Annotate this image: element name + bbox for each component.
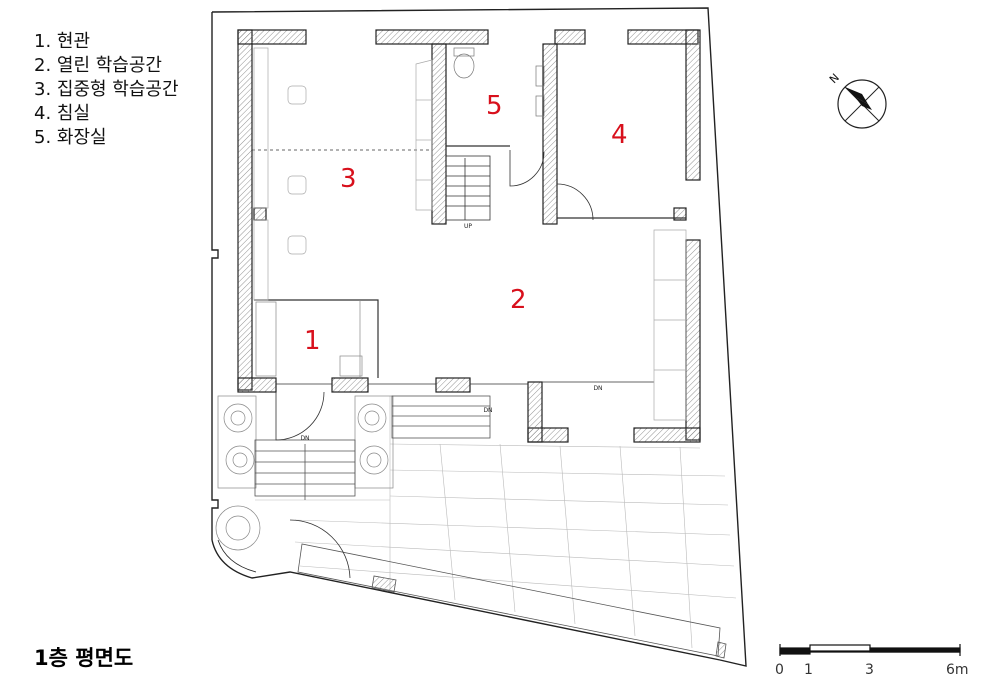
room-legend: 1. 현관 2. 열린 학습공간 3. 집중형 학습공간 4. 침실 5. 화장… [34, 30, 179, 150]
scale-tick-label: 3 [865, 662, 874, 678]
scale-tick-label: 6m [946, 662, 969, 678]
legend-item: 1. 현관 [34, 31, 91, 52]
interior-walls [252, 145, 686, 385]
room-number-bedroom: 4 [611, 120, 628, 150]
stair-up-label: UP [464, 223, 472, 230]
room-number-bathroom: 5 [486, 91, 503, 121]
legend-item: 3. 집중형 학습공간 [34, 79, 179, 100]
legend-item: 5. 화장실 [34, 127, 107, 148]
room-number-focus-study: 3 [340, 164, 357, 194]
entry-steps [254, 395, 491, 500]
scale-tick-label: 0 [775, 662, 784, 678]
page-title: 1층 평면도 [34, 646, 134, 670]
legend-item: 2. 열린 학습공간 [34, 55, 162, 76]
study-furniture [253, 47, 687, 421]
scale-bar [779, 644, 961, 656]
north-label: N [827, 71, 842, 86]
scale-tick-label: 1 [804, 662, 813, 678]
north-arrow: N [827, 71, 887, 129]
site-boundary [211, 7, 747, 667]
rear-dn-label: DN [483, 407, 492, 414]
planters [215, 395, 394, 551]
bench [297, 543, 727, 659]
interior-stair [445, 155, 491, 221]
hall-dn-label: DN [593, 385, 602, 392]
legend-item: 4. 침실 [34, 103, 91, 124]
room-number-open-study: 2 [510, 285, 527, 315]
bathroom-fixtures [453, 47, 545, 117]
entry-cabinet [255, 300, 363, 378]
paving-grid [255, 396, 737, 649]
entry-dn-label: DN [300, 435, 309, 442]
door-swings [275, 150, 594, 579]
room-number-entrance: 1 [304, 326, 321, 356]
walls [237, 29, 701, 443]
